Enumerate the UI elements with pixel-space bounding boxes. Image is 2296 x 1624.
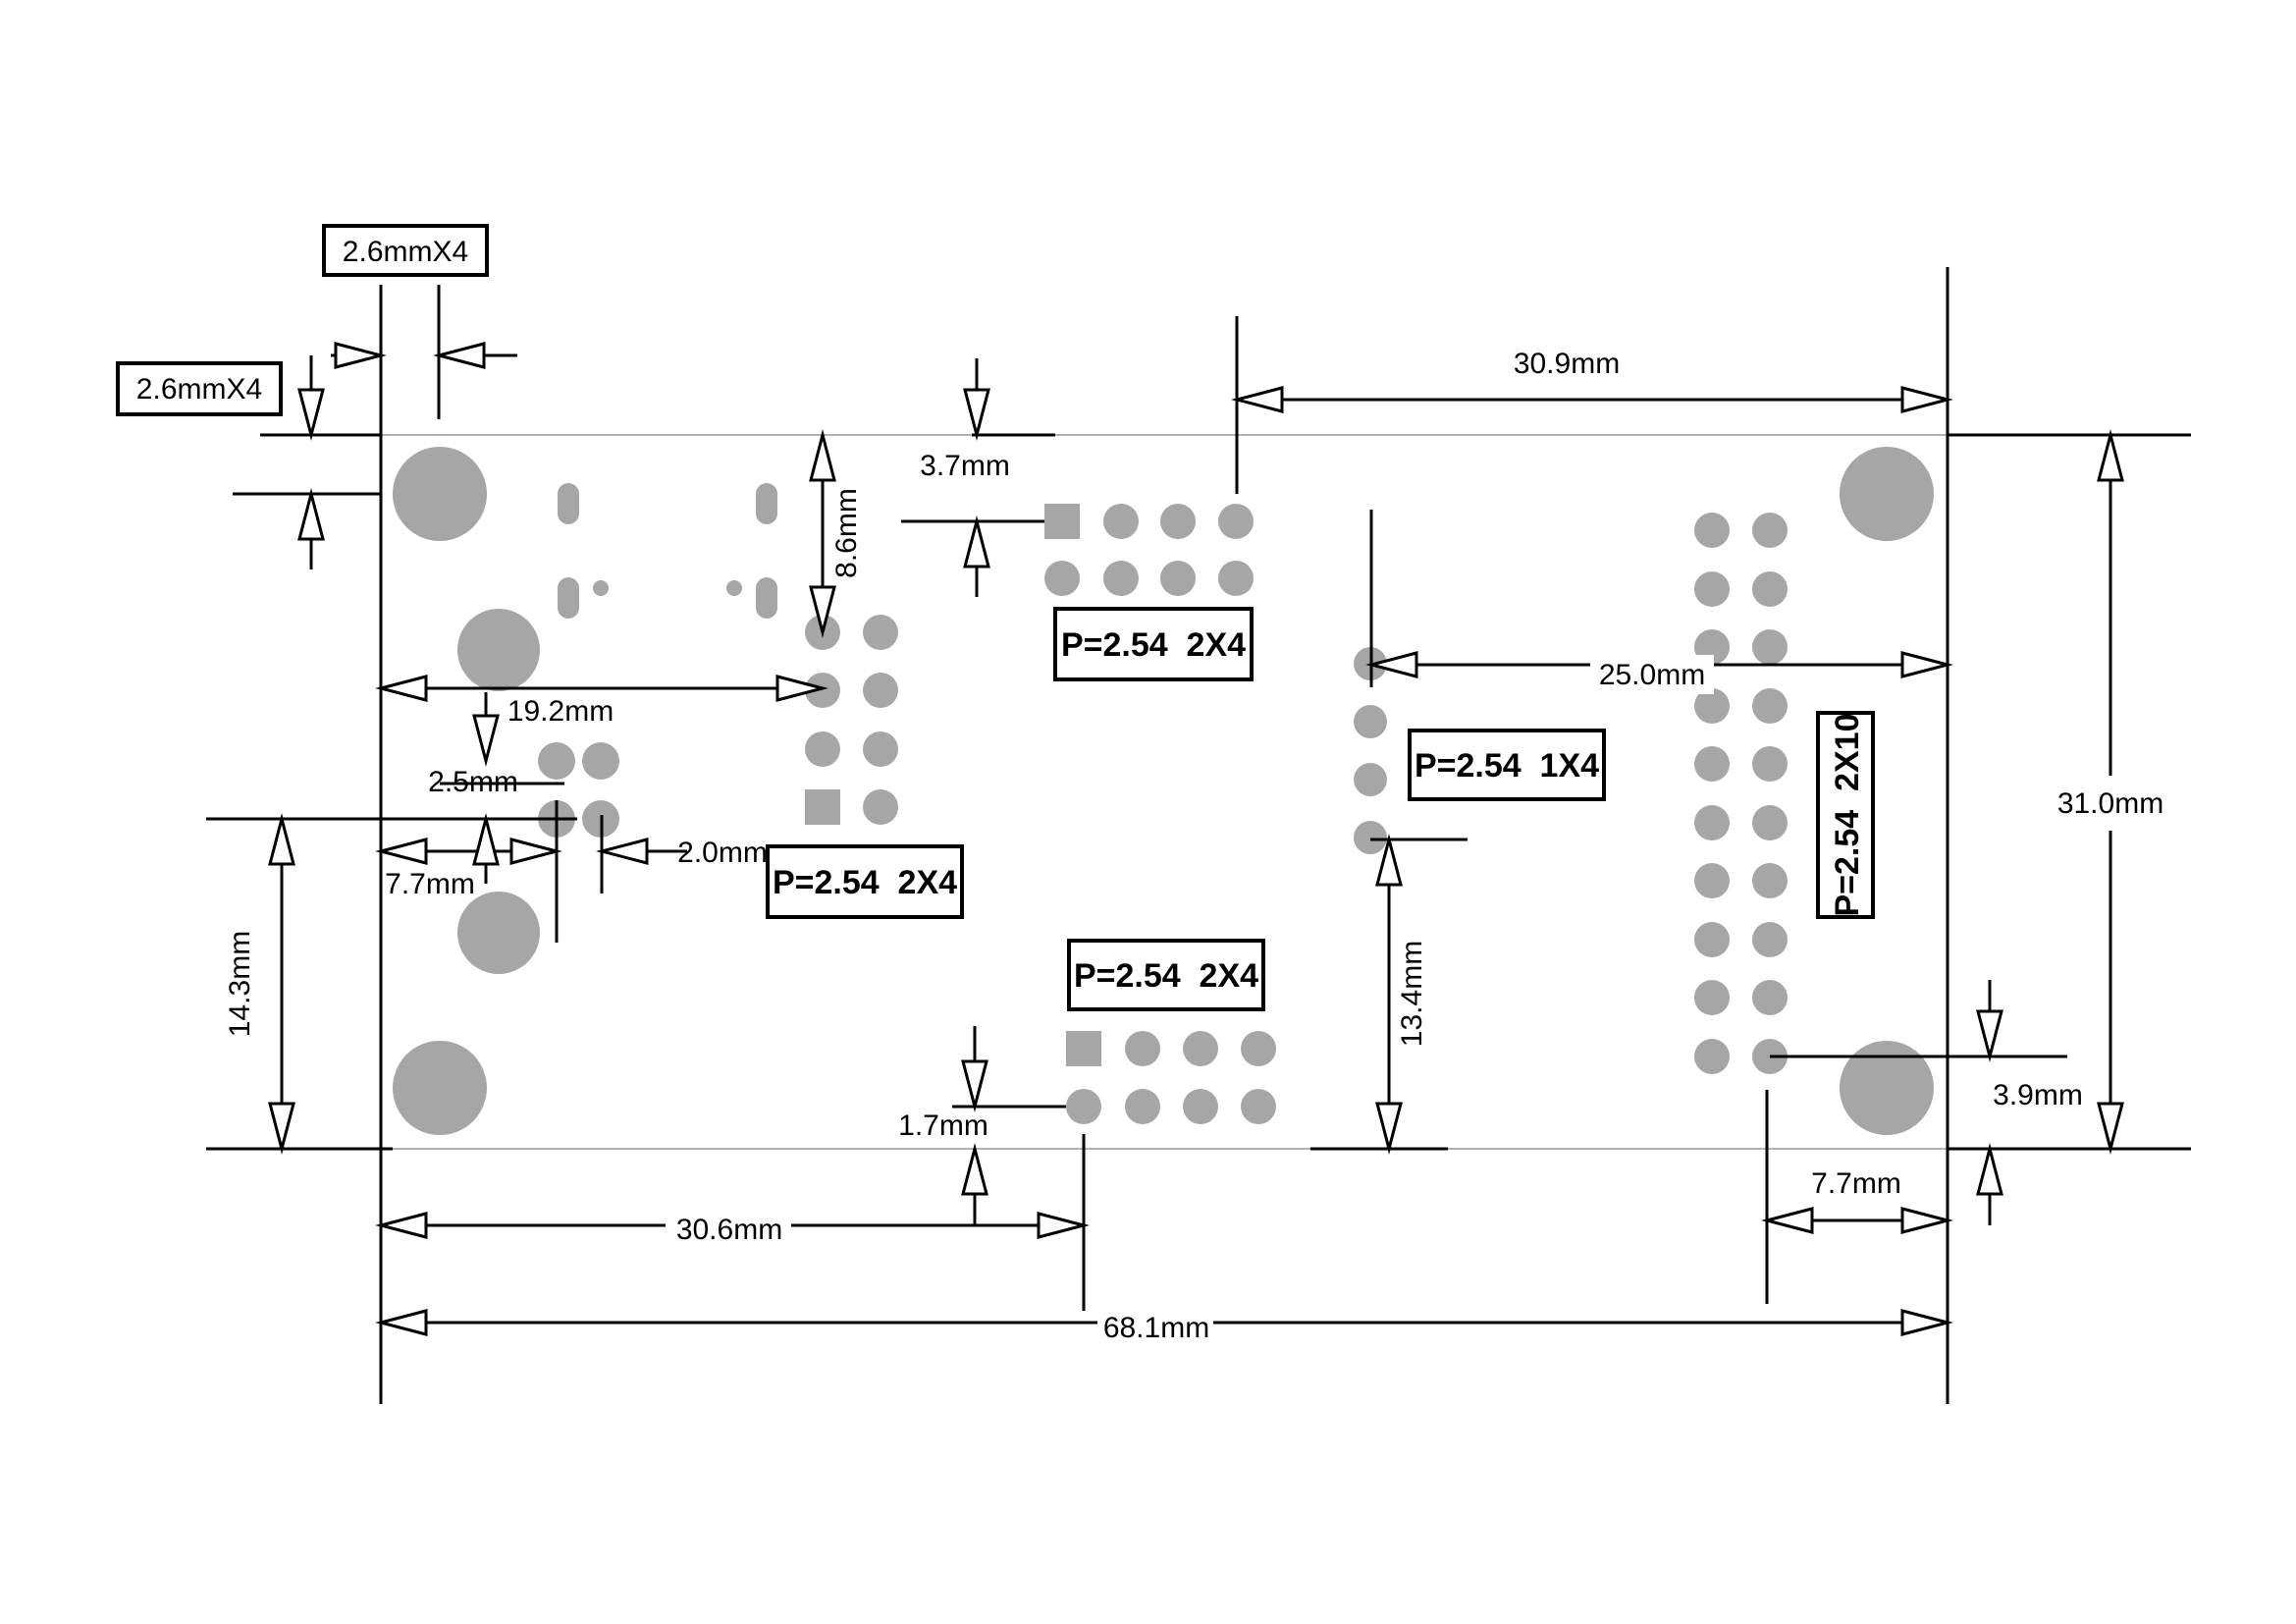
dim-bottom-header-pos: 30.6mm xyxy=(676,1214,782,1246)
header-pin xyxy=(1103,504,1139,539)
dim-right-offset: 7.7mm xyxy=(1811,1167,1901,1200)
header-pin xyxy=(863,789,898,825)
dim-total-height: 31.0mm xyxy=(2057,787,2163,820)
hole-width-label: 2.6mmX4 xyxy=(343,236,468,268)
mounting-hole-top-left xyxy=(393,447,487,541)
header-pin xyxy=(805,673,840,708)
dim-left-offset: 7.7mm xyxy=(385,868,475,900)
dim-top-right-width: 30.9mm xyxy=(1514,348,1620,380)
header-pin xyxy=(863,673,898,708)
usb-pad xyxy=(582,742,619,780)
header-pin xyxy=(1354,705,1387,738)
header-pin xyxy=(1183,1089,1218,1124)
hole-height-label: 2.6mmX4 xyxy=(136,373,262,406)
header-pin xyxy=(1218,561,1254,596)
header-pin xyxy=(1218,504,1254,539)
dim-top-gap: 3.7mm xyxy=(920,450,1010,482)
left-2x4-box xyxy=(766,844,964,919)
mid-1x4-box xyxy=(1408,729,1606,801)
header-pin xyxy=(1125,1031,1160,1066)
board-outline xyxy=(380,434,1949,1150)
mounting-hole-bottom-left xyxy=(393,1041,487,1135)
top-2x4-box xyxy=(1053,607,1254,681)
header-pin xyxy=(863,731,898,767)
header-pin xyxy=(1160,561,1196,596)
dim-right-offset-1x4: 25.0mm xyxy=(1599,659,1705,691)
dim-bottom-right-gap: 3.9mm xyxy=(1993,1079,2083,1111)
header-pin xyxy=(1044,561,1080,596)
header-pin xyxy=(1183,1031,1218,1066)
dim-left-height: 14.3mm xyxy=(224,931,256,1037)
dim-connector-offset: 8.6mm xyxy=(830,488,863,578)
dim-small-gap: 2.5mm xyxy=(428,766,518,798)
slot-pad xyxy=(558,577,579,619)
header-pin-1 xyxy=(1066,1031,1101,1066)
header-2x10 xyxy=(1694,513,1788,1074)
header-pin xyxy=(805,731,840,767)
header-pin xyxy=(1125,1089,1160,1124)
header-pin xyxy=(863,615,898,650)
via-pad xyxy=(593,580,609,596)
hole-height-box xyxy=(116,361,283,416)
mounting-hole-top-right xyxy=(1840,447,1934,541)
header-pin xyxy=(1241,1089,1276,1124)
left-2x4-label: P=2.54 2X4 xyxy=(773,864,957,901)
slot-pad xyxy=(756,483,777,524)
dim-bottom-gap: 1.7mm xyxy=(898,1110,988,1142)
dim-small-width: 2.0mm xyxy=(677,837,768,869)
slot-pad xyxy=(756,577,777,619)
header-pin-1 xyxy=(1044,504,1080,539)
slot-pad xyxy=(558,483,579,524)
dim-total-width: 68.1mm xyxy=(1103,1312,1209,1344)
hole-width-box xyxy=(322,224,489,277)
right-2x10-label: P=2.54 2X10 xyxy=(1829,713,1866,916)
bottom-2x4-label: P=2.54 2X4 xyxy=(1074,957,1258,995)
header-pin xyxy=(1103,561,1139,596)
header-pin xyxy=(1354,821,1387,854)
mid-1x4-label: P=2.54 1X4 xyxy=(1415,747,1599,785)
dim-height-1x4: 13.4mm xyxy=(1396,941,1428,1047)
mounting-hole-bottom-right xyxy=(1840,1041,1934,1135)
usb-shield-hole-bottom xyxy=(457,892,540,974)
header-pin xyxy=(1160,504,1196,539)
right-2x10-box xyxy=(1816,711,1875,919)
header-pin-1 xyxy=(805,789,840,825)
usb-shield-hole-top xyxy=(457,609,540,691)
header-pin xyxy=(1066,1089,1101,1124)
via-pad xyxy=(726,580,742,596)
dim-header-pos: 19.2mm xyxy=(507,695,614,728)
header-pin xyxy=(1354,763,1387,796)
extension-lines xyxy=(206,267,2191,1404)
bottom-2x4-box xyxy=(1067,939,1265,1011)
usb-pad xyxy=(538,742,575,780)
header-pin xyxy=(1241,1031,1276,1066)
top-2x4-label: P=2.54 2X4 xyxy=(1061,626,1246,664)
dimension-lines xyxy=(268,342,2124,1336)
